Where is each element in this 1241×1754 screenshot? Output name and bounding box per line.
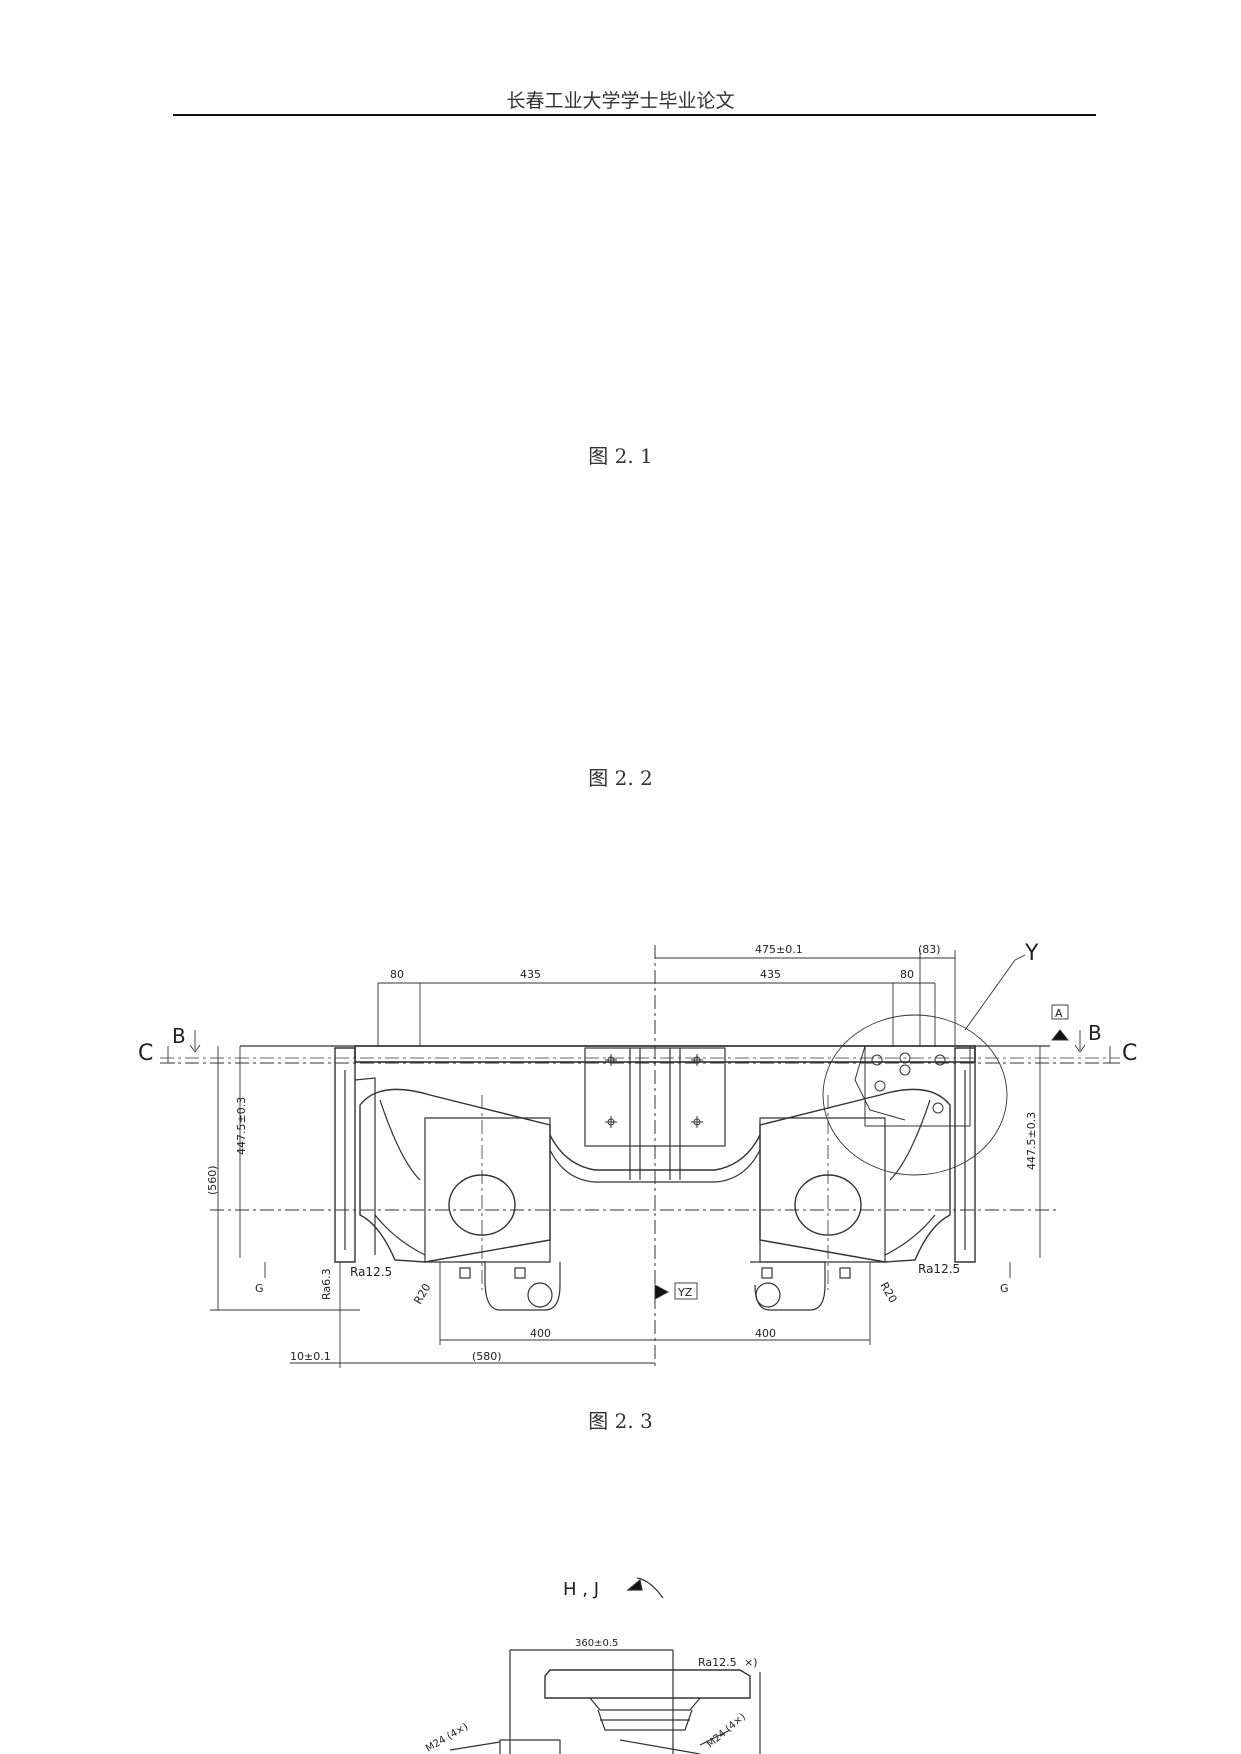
roughness-ra125: Ra12.5 — [698, 1656, 737, 1669]
roughness-note: ×) — [744, 1656, 758, 1669]
dimension-lines — [167, 950, 1111, 1368]
dim-10: 10±0.1 — [290, 1350, 331, 1363]
dim-400-right: 400 — [755, 1327, 776, 1340]
mark-g-right: G — [1000, 1282, 1009, 1295]
roughness-ra125-right: Ra12.5 — [918, 1262, 960, 1276]
figure-caption-2-1: 图 2. 1 — [588, 444, 653, 468]
dim-360: 360±0.5 — [575, 1638, 618, 1649]
thread-m24-right: M24 (4×) — [705, 1712, 748, 1751]
section-label-c-right: C — [1122, 1041, 1137, 1066]
dimension-labels: 80 435 435 475±0.1 (83) 80 400 400 (580)… — [206, 943, 1038, 1363]
fig4-outline — [449, 1577, 761, 1754]
section-label-b-right: B — [1088, 1021, 1102, 1045]
page-header: 长春工业大学学士毕业论文 — [506, 90, 735, 112]
dim-80-left: 80 — [390, 968, 404, 981]
mark-g-left: G — [255, 1282, 264, 1295]
roughness-ra63: Ra6.3 — [320, 1268, 333, 1300]
dim-4475-right: 447.5±0.3 — [1025, 1112, 1038, 1170]
figure-caption-2-2: 图 2. 2 — [588, 766, 653, 790]
dim-560: (560) — [206, 1165, 219, 1195]
figure-caption-2-3: 图 2. 3 — [588, 1409, 653, 1433]
roughness-ra125-left: Ra12.5 — [350, 1265, 392, 1279]
datum-label-yz: YZ — [677, 1286, 693, 1299]
dim-435-left: 435 — [520, 968, 541, 981]
drawing-annotations: C B B C A Y YZ G G Ra6.3 Ra12.5 Ra12.5 R… — [138, 941, 1137, 1307]
frame-outline — [160, 945, 1120, 1370]
fig4-annotations: H , J 360±0.5 Ra12.5 ×) M24 (4×) M24 (4×… — [424, 1579, 758, 1754]
thread-m24-left: M24 (4×) — [424, 1721, 470, 1754]
dim-580: (580) — [472, 1350, 502, 1363]
section-label-c-left: C — [138, 1041, 153, 1066]
detail-label-y: Y — [1024, 941, 1039, 966]
header-rule — [173, 114, 1096, 116]
dim-4475-left: 447.5±0.3 — [235, 1097, 248, 1155]
dim-435-right: 435 — [760, 968, 781, 981]
dim-400-left: 400 — [530, 1327, 551, 1340]
view-label-hj: H , J — [563, 1579, 599, 1600]
dim-80-right: 80 — [900, 968, 914, 981]
datum-label-a: A — [1055, 1007, 1063, 1020]
section-label-b-left: B — [172, 1024, 186, 1048]
dim-475: 475±0.1 — [755, 943, 803, 956]
dim-83: (83) — [918, 943, 941, 956]
